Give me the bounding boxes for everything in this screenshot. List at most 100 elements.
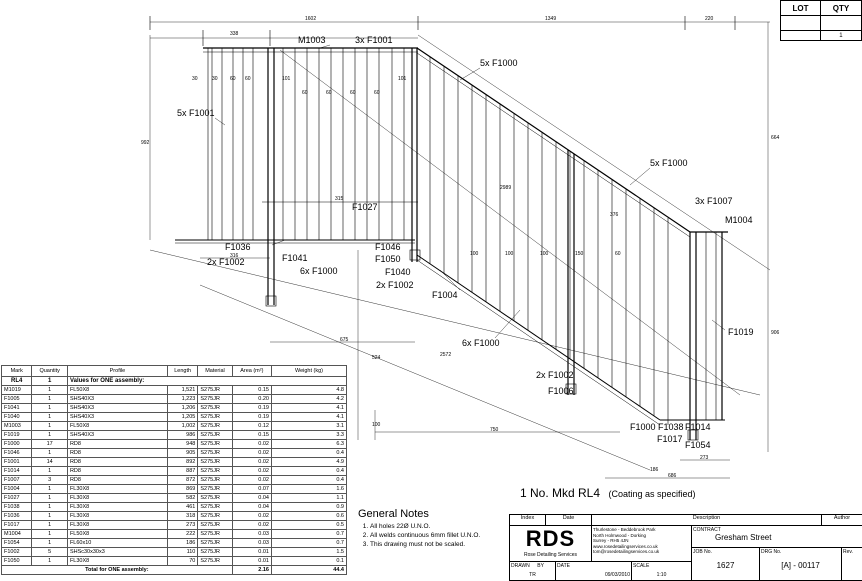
callout-label: F1038: [658, 422, 684, 432]
bom-qty: 1: [31, 556, 68, 566]
address-line: Thurlestone - Beddebrook Park: [593, 527, 656, 532]
bom-material: S275JR: [197, 466, 233, 476]
dim-small: 100: [470, 251, 479, 257]
callout-label: M1003: [298, 35, 326, 45]
bom-col-header: Weight (kg): [271, 365, 347, 377]
assembly-mark: RL4: [0, 376, 33, 386]
total-area: 2.16: [231, 565, 273, 575]
bom-weight: 0.4: [271, 448, 347, 458]
qty-spacer: [819, 15, 862, 31]
bom-profile: RD8: [66, 475, 168, 485]
bom-col-header: Quantity: [31, 365, 68, 377]
notes-title: General Notes: [358, 508, 429, 520]
callout-label: F1050: [375, 254, 401, 264]
bom-length: 905: [166, 448, 199, 458]
total-label: Total for ONE assembly:: [1, 565, 233, 575]
callout-label: F1014: [685, 422, 711, 432]
bom-area: 0.01: [231, 556, 273, 566]
bom-mark: F1014: [0, 466, 33, 476]
bom-length: 186: [166, 538, 199, 548]
bom-weight: 4.1: [271, 412, 347, 422]
bom-area: 0.15: [231, 430, 273, 440]
callout-label: F1004: [432, 290, 458, 300]
bom-weight: 3.3: [271, 430, 347, 440]
drawing-caption: 1 No. Mkd RL4 (Coating as specified): [520, 484, 696, 502]
dim-bottom-5: 273: [700, 455, 709, 461]
bom-weight: 1.5: [271, 547, 347, 557]
bom-profile: FL30X8: [66, 484, 168, 494]
callout-label: 5x F1000: [650, 158, 688, 168]
callout-label: F1006: [548, 386, 574, 396]
title-block: Index Date Description Author RDS Rose D…: [509, 514, 862, 581]
dim-small: 60: [245, 76, 251, 82]
bom-length: 222: [166, 529, 199, 539]
company-logo: RDS Rose Detailing Services: [510, 526, 592, 562]
notes-list: All holes 22Ø U.N.O. All welds continuou…: [358, 522, 480, 549]
bom-length: 887: [166, 466, 199, 476]
assembly-qty: 1: [31, 376, 68, 386]
dim-small: 376: [610, 212, 619, 218]
bom-mark: M1003: [0, 421, 33, 431]
bom-material: S275JR: [197, 448, 233, 458]
bom-area: 0.19: [231, 412, 273, 422]
date-label: DATE: [557, 563, 570, 569]
bom-length: 1,521: [166, 385, 199, 395]
bom-length: 1,002: [166, 421, 199, 431]
bom-qty: 1: [31, 448, 68, 458]
bom-material: S275JR: [197, 484, 233, 494]
tb-date: Date: [546, 515, 592, 526]
bom-profile: FL30X8: [66, 502, 168, 512]
bom-qty: 1: [31, 502, 68, 512]
bom-mark: M1004: [0, 529, 33, 539]
bom-col-header: Material: [197, 365, 233, 377]
bom-mark: F1050: [0, 556, 33, 566]
callout-label: 5x F1001: [177, 108, 215, 118]
tb-author: Author: [822, 515, 862, 526]
contract-value: Gresham Street: [715, 533, 772, 542]
bom-qty: 1: [31, 430, 68, 440]
bom-area: 0.03: [231, 538, 273, 548]
bom-material: S275JR: [197, 421, 233, 431]
bom-length: 461: [166, 502, 199, 512]
bom-material: S275JR: [197, 394, 233, 404]
bom-material: S275JR: [197, 520, 233, 530]
bom-profile: FL60x10: [66, 538, 168, 548]
qty-value: 1: [819, 30, 862, 41]
bom-profile: FL50X8: [66, 421, 168, 431]
dim-small: 2989: [500, 185, 512, 191]
bom-qty: 1: [31, 538, 68, 548]
bom-area: 0.02: [231, 439, 273, 449]
by-label: BY: [537, 563, 544, 569]
dim-small: 101: [398, 76, 407, 82]
bom-area: 0.02: [231, 448, 273, 458]
bom-mark: F1054: [0, 538, 33, 548]
callout-label: 2x F1002: [207, 257, 245, 267]
callout-label: F1041: [282, 253, 308, 263]
bom-col-header: Profile: [66, 365, 168, 377]
dim-small: 30: [212, 76, 218, 82]
dim-left: 992: [141, 140, 150, 146]
bom-profile: SHSc30x30x3: [66, 547, 168, 557]
bom-profile: FL30X8: [66, 520, 168, 530]
dim-small: 60: [374, 90, 380, 96]
callout-label: 3x F1007: [695, 196, 733, 206]
bom-profile: FL50X8: [66, 529, 168, 539]
caption-main: 1 No. Mkd RL4: [520, 486, 601, 500]
bom-length: 948: [166, 439, 199, 449]
bom-length: 1,206: [166, 403, 199, 413]
bom-mark: F1017: [0, 520, 33, 530]
bom-weight: 4.9: [271, 457, 347, 467]
bom-area: 0.02: [231, 475, 273, 485]
callout-label: F1019: [728, 327, 754, 337]
callout-label: 6x F1000: [300, 266, 338, 276]
bom-area: 0.07: [231, 484, 273, 494]
bom-length: 1,205: [166, 412, 199, 422]
dim-small: 100: [505, 251, 514, 257]
general-notes: General Notes All holes 22Ø U.N.O. All w…: [358, 508, 480, 549]
